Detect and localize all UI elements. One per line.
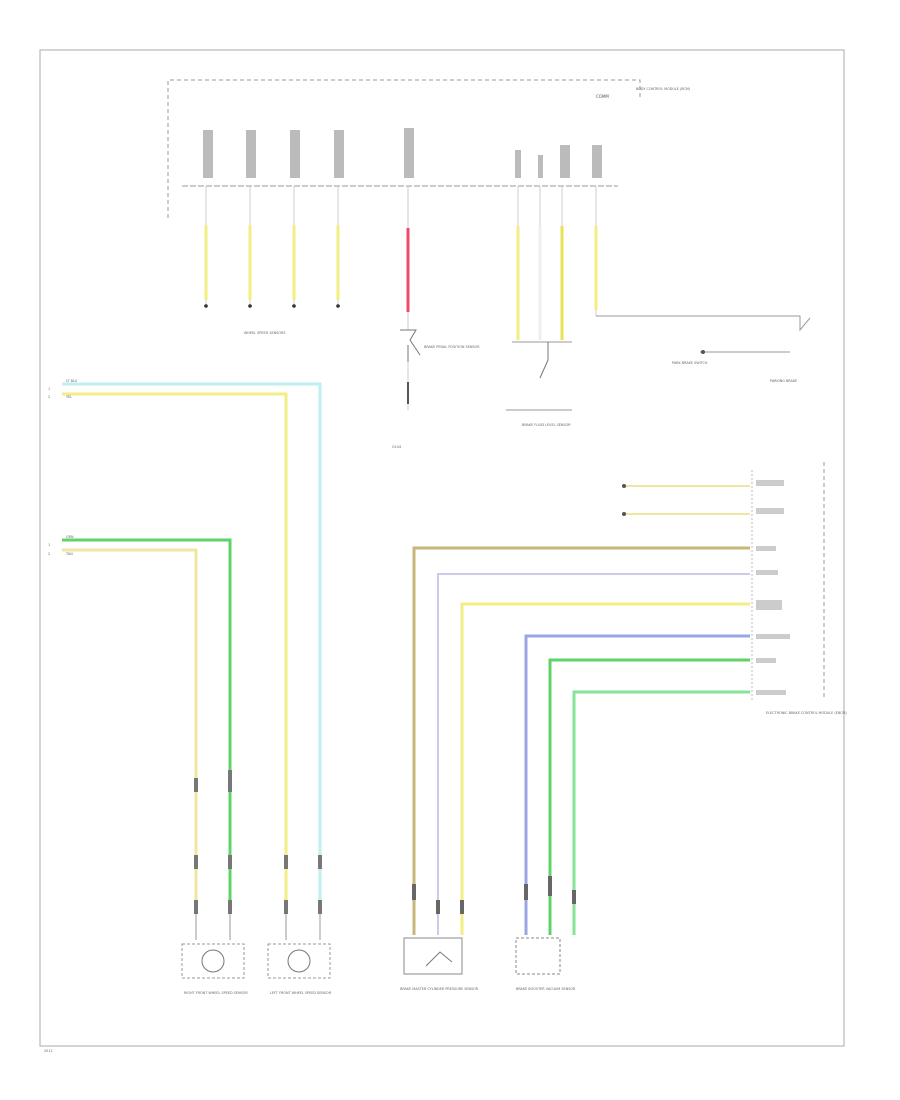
ebcm-label: ELECTRONIC BRAKE CONTROL MODULE (EBCM) <box>766 711 847 715</box>
footer-label: 2012 <box>44 1049 53 1053</box>
master-cyl-wires: BRAKE MASTER CYLINDER PRESSURE SENSOR <box>400 546 750 991</box>
wire-label-tan: TAN <box>65 552 73 556</box>
pedal-sensor-circuit: BRAKE PEDAL POSITION SENSOR G104 <box>392 186 480 449</box>
master-cyl-label: BRAKE MASTER CYLINDER PRESSURE SENSOR <box>400 987 479 991</box>
ebcm-module: ELECTRONIC BRAKE CONTROL MODULE (EBCM) <box>622 462 847 715</box>
top-module-label: BODY CONTROL MODULE (BCM) <box>636 87 691 91</box>
lf-sensor-label: LEFT FRONT WHEEL SPEED SENSOR <box>270 991 332 995</box>
park-brake-sub-label: PARKING BRAKE <box>770 379 797 383</box>
top-module: COMM BODY CONTROL MODULE (BCM) <box>167 79 691 218</box>
brake-fluid-circuit: BRAKE FLUID LEVEL SENSOR <box>506 186 572 427</box>
svg-text:2: 2 <box>48 552 50 556</box>
sensor-wires-top: WHEEL SPEED SENSORS <box>204 186 340 335</box>
left-wire-pair-2: GRN TAN 1 2 <box>48 535 232 905</box>
park-brake-circuit: PARK BRAKE SWITCH PARKING BRAKE <box>594 186 811 383</box>
rf-wheel-sensor: RIGHT FRONT WHEEL SPEED SENSOR <box>181 914 248 995</box>
park-brake-label: PARK BRAKE SWITCH <box>672 361 708 365</box>
top-module-sub-label: COMM <box>596 94 609 99</box>
pedal-sensor-label: BRAKE PEDAL POSITION SENSOR <box>424 345 480 349</box>
lf-wheel-sensor: LEFT FRONT WHEEL SPEED SENSOR <box>267 914 332 995</box>
rf-sensor-label: RIGHT FRONT WHEEL SPEED SENSOR <box>184 991 248 995</box>
booster-wires: BRAKE BOOSTER VACUUM SENSOR <box>515 634 750 991</box>
svg-text:1: 1 <box>48 543 50 547</box>
svg-text:1: 1 <box>48 387 50 391</box>
svg-text:2: 2 <box>48 395 50 399</box>
brake-fluid-label: BRAKE FLUID LEVEL SENSOR <box>522 423 571 427</box>
wire-label-grn: GRN <box>66 535 74 539</box>
wire-label-ltblu: LT BLU <box>66 379 78 383</box>
wire-label-yel: YEL <box>66 395 72 399</box>
right-connector-marks <box>412 876 576 914</box>
sensor-group-1-label: WHEEL SPEED SENSORS <box>244 331 285 335</box>
ground-label: G104 <box>392 445 401 449</box>
left-wire-pair-1: LT BLU YEL 1 2 <box>48 379 322 905</box>
connector-marks <box>194 770 322 914</box>
booster-label: BRAKE BOOSTER VACUUM SENSOR <box>516 987 576 991</box>
diagram-frame <box>39 49 845 1047</box>
